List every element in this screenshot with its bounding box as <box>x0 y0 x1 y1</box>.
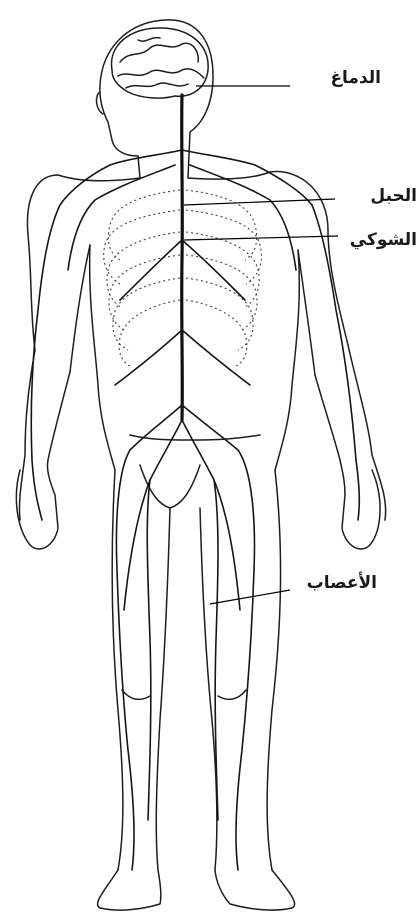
label-brain: الدماغ <box>330 70 381 87</box>
torso-right <box>188 172 348 345</box>
label-spinal-cord-line2: الشوكي <box>350 232 417 249</box>
leader-line-spinal-cord-2 <box>184 236 338 240</box>
label-nerves: الأعصاب <box>307 575 377 592</box>
leader-lines <box>184 86 338 604</box>
left-forearm <box>19 350 70 520</box>
right-leg-inner <box>200 508 217 870</box>
label-spinal-cord-line1: الحبل <box>370 188 417 205</box>
right-leg-outer <box>267 470 280 870</box>
left-leg-inner <box>156 508 170 870</box>
brain <box>112 28 209 98</box>
waist-right <box>275 250 299 470</box>
right-knee <box>218 690 246 699</box>
right-inner-arm <box>298 250 315 375</box>
right-hand <box>340 460 380 549</box>
nerves <box>31 150 359 870</box>
leader-line-spinal-cord-1 <box>184 199 335 205</box>
left-knee <box>122 690 150 699</box>
left-foot <box>98 870 161 910</box>
leader-line-nerves <box>210 590 290 604</box>
right-forearm <box>315 345 386 520</box>
left-inner-arm <box>70 245 90 372</box>
spinal-cord <box>182 95 183 420</box>
waist-left <box>90 245 115 470</box>
right-foot <box>215 870 295 910</box>
